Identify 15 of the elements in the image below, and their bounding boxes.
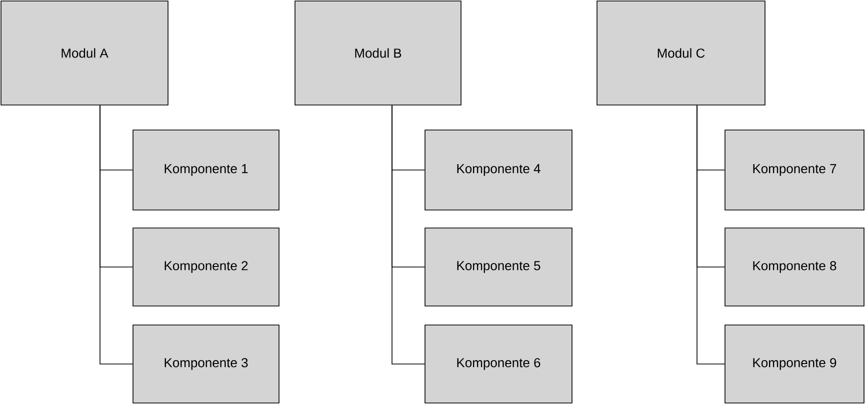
component-box: Komponente 2 (132, 228, 280, 306)
component-box: Komponente 8 (724, 228, 864, 306)
component-box: Komponente 3 (132, 324, 280, 404)
connector-line (100, 105, 134, 364)
connector-line (696, 105, 725, 364)
component-box: Komponente 9 (724, 324, 864, 404)
component-box: Komponente 1 (132, 130, 280, 210)
module-box: Modul C (596, 0, 766, 106)
connector-line (392, 105, 425, 364)
component-box: Komponente 4 (424, 130, 572, 210)
module-box: Modul B (294, 0, 462, 106)
component-box: Komponente 5 (424, 228, 572, 306)
component-box: Komponente 7 (724, 130, 864, 210)
component-box: Komponente 6 (424, 324, 572, 404)
module-box: Modul A (0, 0, 168, 106)
